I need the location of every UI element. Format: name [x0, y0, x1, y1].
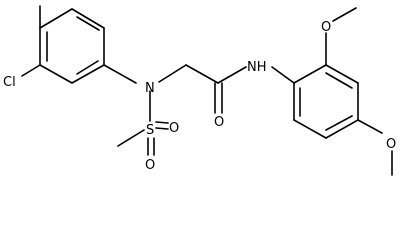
ring-n-bond — [103, 64, 137, 84]
carbonyl-nh-bond — [217, 66, 247, 84]
methoxy-oxygen-right-label: O — [386, 137, 396, 152]
ch2-carbonyl-bond — [185, 64, 219, 84]
methoxy-oxygen-top-label: O — [321, 20, 331, 35]
sulfonyl-oxygen-bottom-label: O — [145, 158, 155, 173]
molecule-structure: Cl N S O O O NH O O — [3, 5, 396, 176]
sulfur-label: S — [146, 123, 154, 138]
s-o-double-bond-left — [155, 127, 169, 130]
chloro-bond — [21, 64, 41, 77]
amide-nitrogen-label: NH — [247, 60, 267, 75]
chloro-methyl-phenyl-ring — [39, 8, 105, 84]
dimethoxy-phenyl-ring — [293, 64, 359, 139]
chlorine-label: Cl — [3, 75, 16, 90]
sulfonyl-oxygen-left-label: O — [169, 121, 179, 136]
carbonyl-oxygen-label: O — [214, 115, 224, 130]
n-ch2-bond — [158, 64, 187, 83]
methoxy-right-ring-bond — [357, 119, 383, 134]
s-o-double-bond-left-2 — [155, 121, 169, 124]
sulfonamide-nitrogen-label: N — [145, 81, 155, 96]
s-methyl-bond — [117, 129, 145, 147]
methoxy-top-methyl-bond — [332, 7, 357, 22]
nh-ring-bond — [271, 66, 295, 84]
